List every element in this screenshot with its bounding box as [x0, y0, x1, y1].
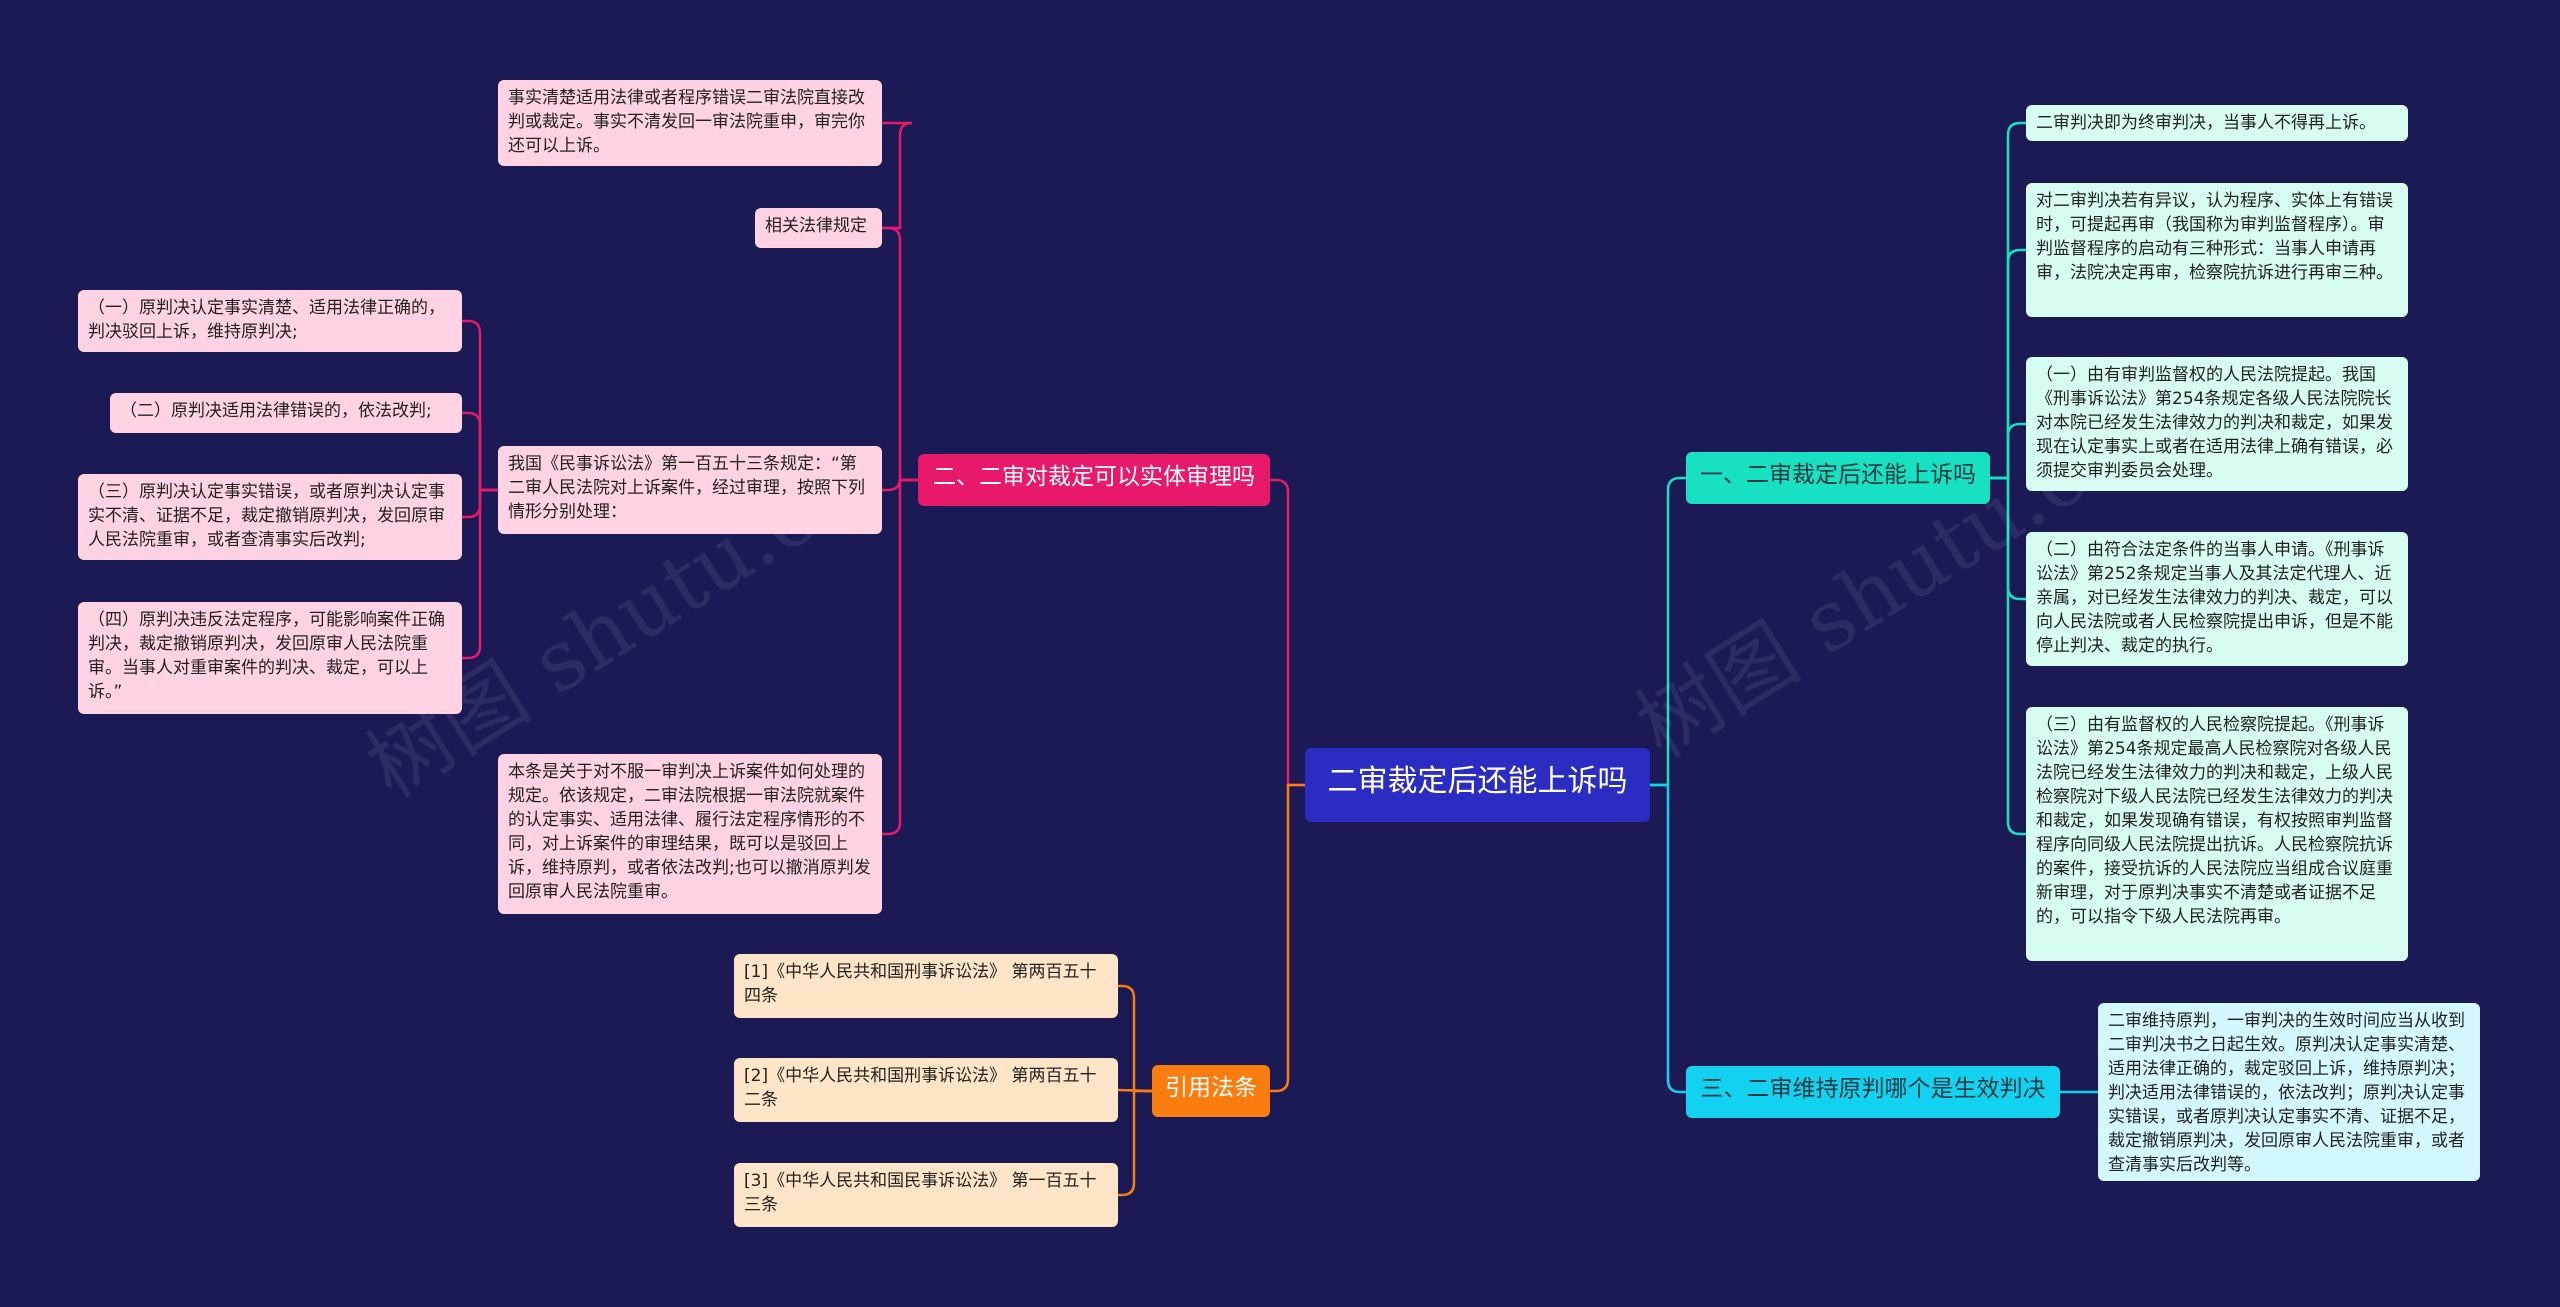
connector-n-b2-label: [882, 226, 918, 482]
branch-topic-1[interactable]: 一、二审裁定后还能上诉吗: [1686, 452, 1990, 504]
b4-citation-3[interactable]: [3]《中华人民共和国民事诉讼法》 第一百五十三条: [734, 1163, 1118, 1227]
connector-root-n-b2: [1270, 478, 1305, 787]
b4-citation-1[interactable]: [1]《中华人民共和国刑事诉讼法》 第两百五十四条: [734, 954, 1118, 1018]
connector-n-b2-sum: [882, 478, 918, 836]
branch-topic-4[interactable]: 引用法条: [1152, 1065, 1270, 1117]
b2-article-item-3[interactable]: （三）原判决认定事实错误，或者原判决认定事实不清、证据不足，裁定撤销原判决，发回…: [78, 474, 462, 560]
b1-leaf-2[interactable]: 对二审判决若有异议，认为程序、实体上有错误时，可提起再审（我国称为审判监督程序）…: [2026, 183, 2408, 317]
b2-article-item-4[interactable]: （四）原判决违反法定程序，可能影响案件正确判决，裁定撤销原判决，发回原审人民法院…: [78, 602, 462, 714]
branch-topic-2[interactable]: 二、二审对裁定可以实体审理吗: [918, 454, 1270, 506]
connector-n-b4-2: [1118, 1089, 1152, 1197]
root-topic[interactable]: 二审裁定后还能上诉吗: [1305, 748, 1650, 822]
connector-root-n-b1: [1650, 476, 1686, 787]
connector-n-b2-law: [755, 121, 913, 230]
connector-n-b1-2: [1990, 422, 2026, 480]
connector-n-b1-0: [1990, 121, 2026, 480]
connector-n-b1-1: [1990, 248, 2026, 480]
b2-article-item-2[interactable]: （二）原判决适用法律错误的，依法改判;: [110, 393, 462, 433]
connector-n-b1-4: [1990, 476, 2026, 836]
connector-n-b4-0: [1118, 984, 1152, 1093]
b2-law-label[interactable]: 相关法律规定: [755, 208, 882, 248]
b4-citation-2[interactable]: [2]《中华人民共和国刑事诉讼法》 第两百五十二条: [734, 1058, 1118, 1122]
branch-topic-3[interactable]: 三、二审维持原判哪个是生效判决: [1686, 1066, 2060, 1118]
connector-root-n-b3: [1650, 783, 1686, 1094]
connector-root-n-b4: [1270, 783, 1305, 1093]
b2-article[interactable]: 我国《民事诉讼法》第一百五十三条规定：“第二审人民法院对上诉案件，经过审理，按照…: [498, 446, 882, 534]
b2-law-text[interactable]: 事实清楚适用法律或者程序错误二审法院直接改判或裁定。事实不清发回一审法院重申，审…: [498, 80, 882, 166]
connector-n-b2-a1: [462, 411, 498, 492]
b2-summary[interactable]: 本条是关于对不服一审判决上诉案件如何处理的规定。依该规定，二审法院根据一审法院就…: [498, 754, 882, 914]
b3-leaf-1[interactable]: 二审维持原判，一审判决的生效时间应当从收到二审判决书之日起生效。原判决认定事实清…: [2098, 1003, 2480, 1181]
b2-article-item-1[interactable]: （一）原判决认定事实清楚、适用法律正确的，判决驳回上诉，维持原判决;: [78, 290, 462, 352]
connector-n-b2-a0: [462, 319, 498, 492]
b1-leaf-3[interactable]: （一）由有审判监督权的人民法院提起。我国《刑事诉讼法》第254条规定各级人民法院…: [2026, 357, 2408, 491]
b1-leaf-5[interactable]: （三）由有监督权的人民检察院提起。《刑事诉讼法》第254条规定最高人民检察院对各…: [2026, 707, 2408, 961]
b1-leaf-1[interactable]: 二审判决即为终审判决，当事人不得再上诉。: [2026, 105, 2408, 141]
connector-n-b2-a3: [462, 488, 498, 660]
b1-leaf-4[interactable]: （二）由符合法定条件的当事人申请。《刑事诉讼法》第252条规定当事人及其法定代理…: [2026, 532, 2408, 666]
connector-n-b2-art: [882, 477, 918, 492]
